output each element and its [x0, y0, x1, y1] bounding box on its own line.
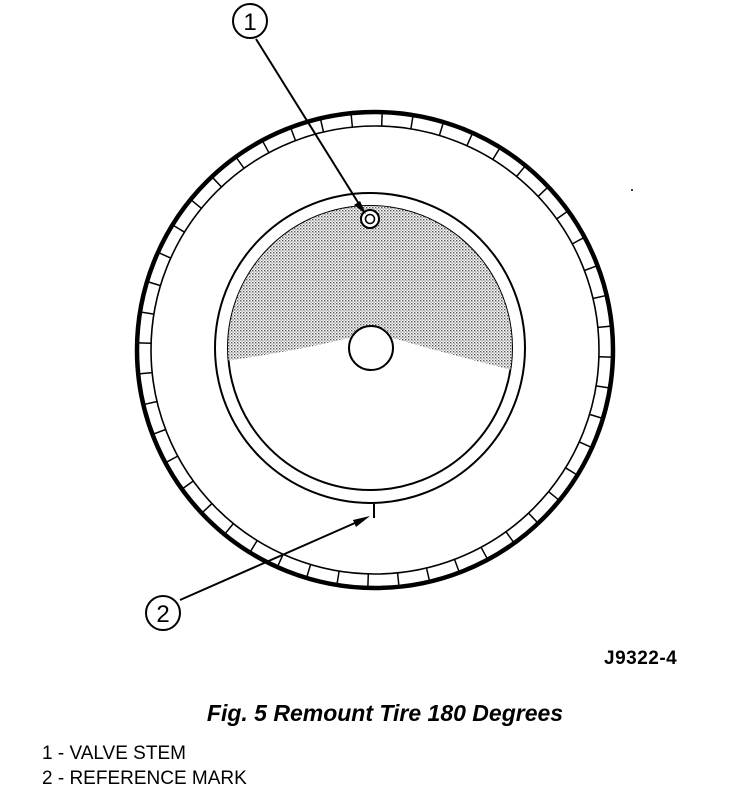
tread-block-divider: [290, 129, 297, 141]
tread-block-divider: [492, 148, 500, 160]
tread-block-divider: [595, 385, 609, 389]
tread-block-divider: [141, 311, 155, 315]
tread-block-divider: [277, 553, 284, 566]
tread-block-divider: [410, 116, 414, 130]
tread-block-divider: [438, 123, 444, 136]
tread-block-divider: [537, 187, 548, 197]
tread-block-divider: [212, 177, 222, 188]
tread-block-divider: [528, 512, 538, 523]
tread-block-divider: [225, 523, 234, 534]
tread-block-divider: [166, 455, 179, 463]
wheel-hub-shading: [228, 206, 512, 372]
tread-block-divider: [584, 265, 596, 272]
wheel-center-bore: [348, 325, 394, 371]
tire-tread-blocks: [139, 114, 611, 586]
callout-1-circle: [232, 3, 268, 39]
tread-block-divider: [396, 572, 400, 585]
valve-stem-core: [364, 213, 376, 225]
callout-1-leader: [255, 38, 365, 213]
scan-speck: [631, 189, 633, 191]
tread-block-divider: [202, 503, 213, 513]
tread-block-divider: [592, 295, 605, 300]
tread-block-divider: [154, 428, 166, 435]
tread-block-divider: [548, 491, 559, 500]
tread-block-divider: [250, 540, 258, 552]
tread-block-divider: [159, 252, 172, 259]
tread-block-divider: [425, 567, 430, 580]
tread-block-divider: [350, 115, 354, 128]
tread-block-divider: [320, 120, 325, 133]
tread-block-divider: [145, 400, 158, 405]
tread-block-divider: [236, 158, 245, 169]
tread-block-divider: [191, 200, 202, 209]
tread-block-divider: [140, 371, 153, 375]
callout-2-circle: [145, 595, 181, 631]
tread-block-divider: [453, 559, 460, 571]
tread-block-divider: [306, 564, 312, 577]
callout-2-leader: [179, 518, 365, 601]
tire-diagram: 1 2: [134, 3, 633, 631]
legend-item-valve-stem: 1 - VALVE STEM: [42, 743, 186, 764]
tread-block-divider: [589, 413, 602, 419]
tread-block-divider: [556, 211, 567, 220]
callout-1-number: 1: [243, 9, 256, 36]
callout-2-number: 2: [156, 601, 169, 628]
tread-block-divider: [466, 134, 473, 147]
tread-block-divider: [571, 237, 584, 245]
tread-block-divider: [565, 467, 577, 475]
callout-1-arrowhead: [354, 201, 366, 214]
callout-2-arrowhead: [353, 516, 370, 527]
tread-block-divider: [148, 281, 161, 287]
tread-block-divider: [578, 441, 591, 448]
tire-tread-inner-edge: [150, 125, 600, 575]
tread-block-divider: [516, 166, 525, 177]
figure-id: J9322-4: [604, 648, 678, 669]
tread-block-divider: [262, 141, 270, 154]
legend-item-reference-mark: 2 - REFERENCE MARK: [42, 768, 247, 789]
tread-block-divider: [505, 531, 514, 542]
legend: 1 - VALVE STEM 2 - REFERENCE MARK: [42, 741, 247, 791]
tread-block-divider: [183, 480, 194, 489]
figure-caption: Fig. 5 Remount Tire 180 Degrees: [206, 700, 564, 726]
tread-block-divider: [597, 325, 610, 329]
tread-block-divider: [480, 546, 488, 559]
tread-block-divider: [336, 570, 340, 584]
tread-block-divider: [173, 225, 185, 233]
